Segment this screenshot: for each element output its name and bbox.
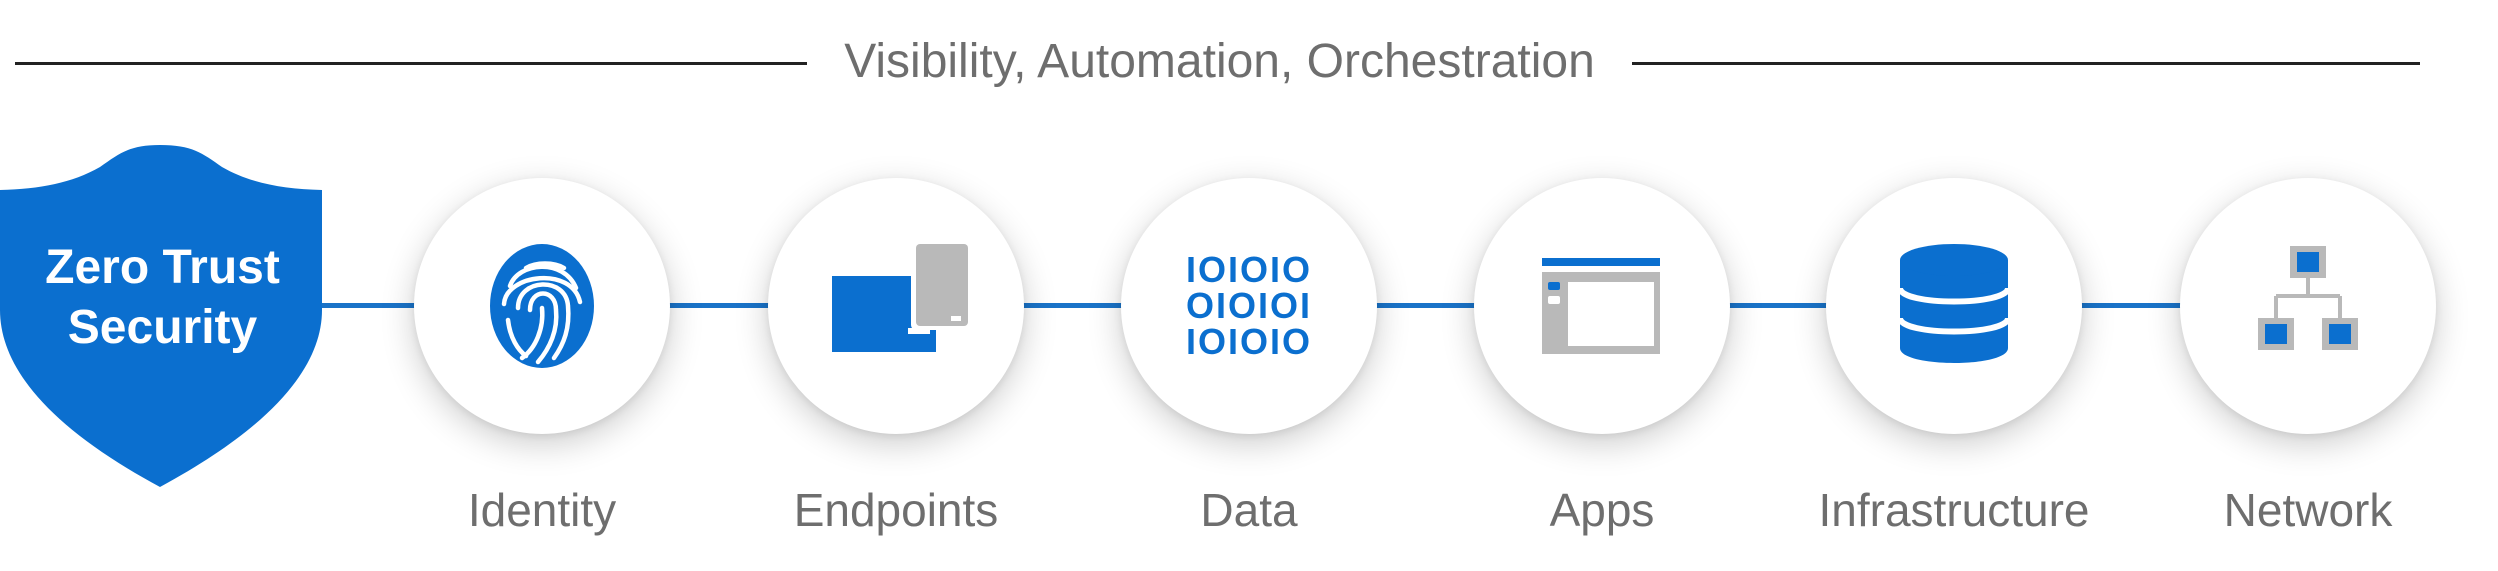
data-icon-row-1: IOIOIO <box>1186 249 1312 290</box>
banner: Visibility, Automation, Orchestration <box>0 22 2498 102</box>
pillar-endpoints <box>768 178 1024 434</box>
banner-divider-left <box>15 62 807 65</box>
app-window-icon <box>1474 178 1730 434</box>
pillar-label-network: Network <box>2223 484 2393 536</box>
database-icon <box>1826 178 2082 434</box>
pillar-label-data: Data <box>1200 484 1298 536</box>
pillar-network <box>2180 178 2436 434</box>
pillar-label-infrastructure: Infrastructure <box>1818 484 2090 536</box>
network-topology-icon <box>2180 178 2436 434</box>
pillar-identity <box>414 178 670 434</box>
devices-icon <box>768 178 1024 434</box>
pillar-label-apps: Apps <box>1549 484 1655 536</box>
pillar-infrastructure <box>1826 178 2082 434</box>
shield-title-line2: Security <box>67 301 258 354</box>
pillar-label-identity: Identity <box>467 484 617 536</box>
zero-trust-shield: Zero Trust Security <box>0 145 325 490</box>
binary-data-icon: IOIOIO OIOIOI IOIOIO <box>1121 178 1377 434</box>
pillar-apps <box>1474 178 1730 434</box>
shield-icon <box>0 145 322 487</box>
shield-title-line1: Zero Trust <box>45 241 280 294</box>
pillar-data: IOIOIO OIOIOI IOIOIO <box>1121 178 1377 434</box>
fingerprint-icon <box>414 178 670 434</box>
data-icon-row-3: IOIOIO <box>1186 321 1312 362</box>
pillar-label-endpoints: Endpoints <box>793 484 999 536</box>
banner-title: Visibility, Automation, Orchestration <box>844 35 1595 88</box>
data-icon-row-2: OIOIOI <box>1186 285 1312 326</box>
shield-title: Zero Trust Security <box>0 238 325 358</box>
banner-divider-right <box>1632 62 2420 65</box>
